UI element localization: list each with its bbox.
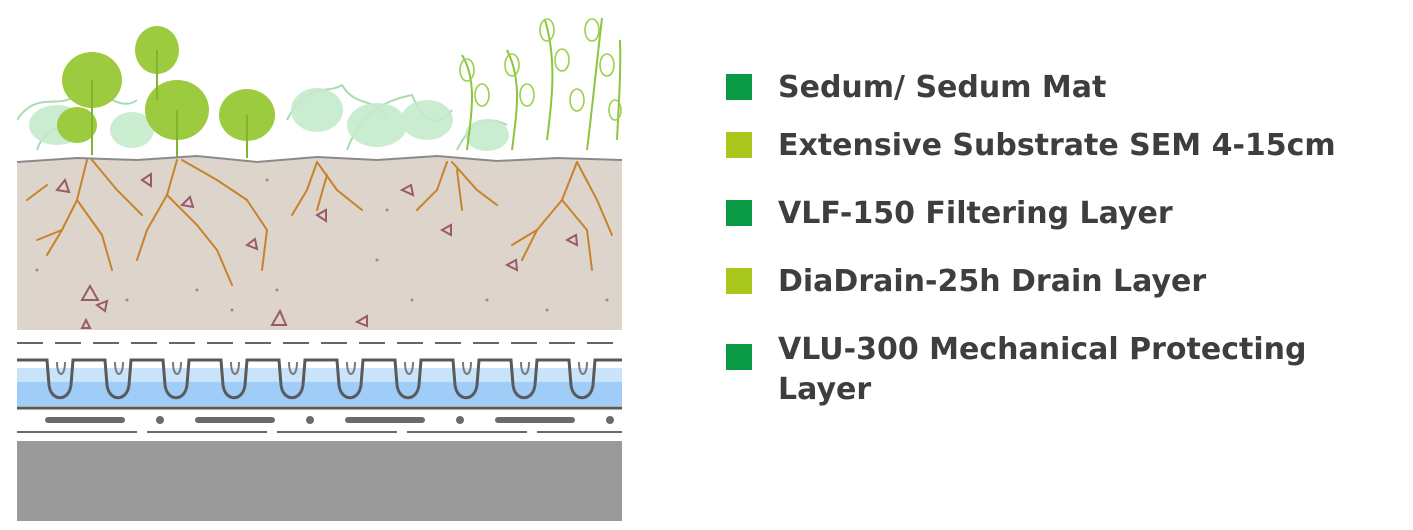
protecting-layer: [17, 410, 622, 440]
legend-label: VLU-300 Mechanical Protecting Layer: [778, 332, 1307, 407]
plants-layer: [17, 17, 622, 158]
roof-base: [17, 441, 622, 521]
legend-swatch: [726, 344, 752, 370]
substrate-surface-line: [17, 154, 622, 164]
substrate-pebbles: [55, 172, 579, 329]
legend-swatch: [726, 268, 752, 294]
legend-swatch: [726, 200, 752, 226]
legend-label: Sedum/ Sedum Mat: [778, 70, 1107, 105]
legend-label: Extensive Substrate SEM 4-15cm: [778, 128, 1336, 163]
legend-label: DiaDrain-25h Drain Layer: [778, 264, 1207, 299]
legend-swatch: [726, 74, 752, 100]
drain-layer: [17, 358, 622, 410]
green-roof-cross-section: [17, 0, 622, 521]
legend-swatch: [726, 132, 752, 158]
legend-label: VLF-150 Filtering Layer: [778, 196, 1173, 231]
substrate-layer: [17, 156, 622, 330]
legend: Sedum/ Sedum Mat Extensive Substrate SEM…: [726, 0, 1396, 530]
roots: [26, 159, 613, 286]
